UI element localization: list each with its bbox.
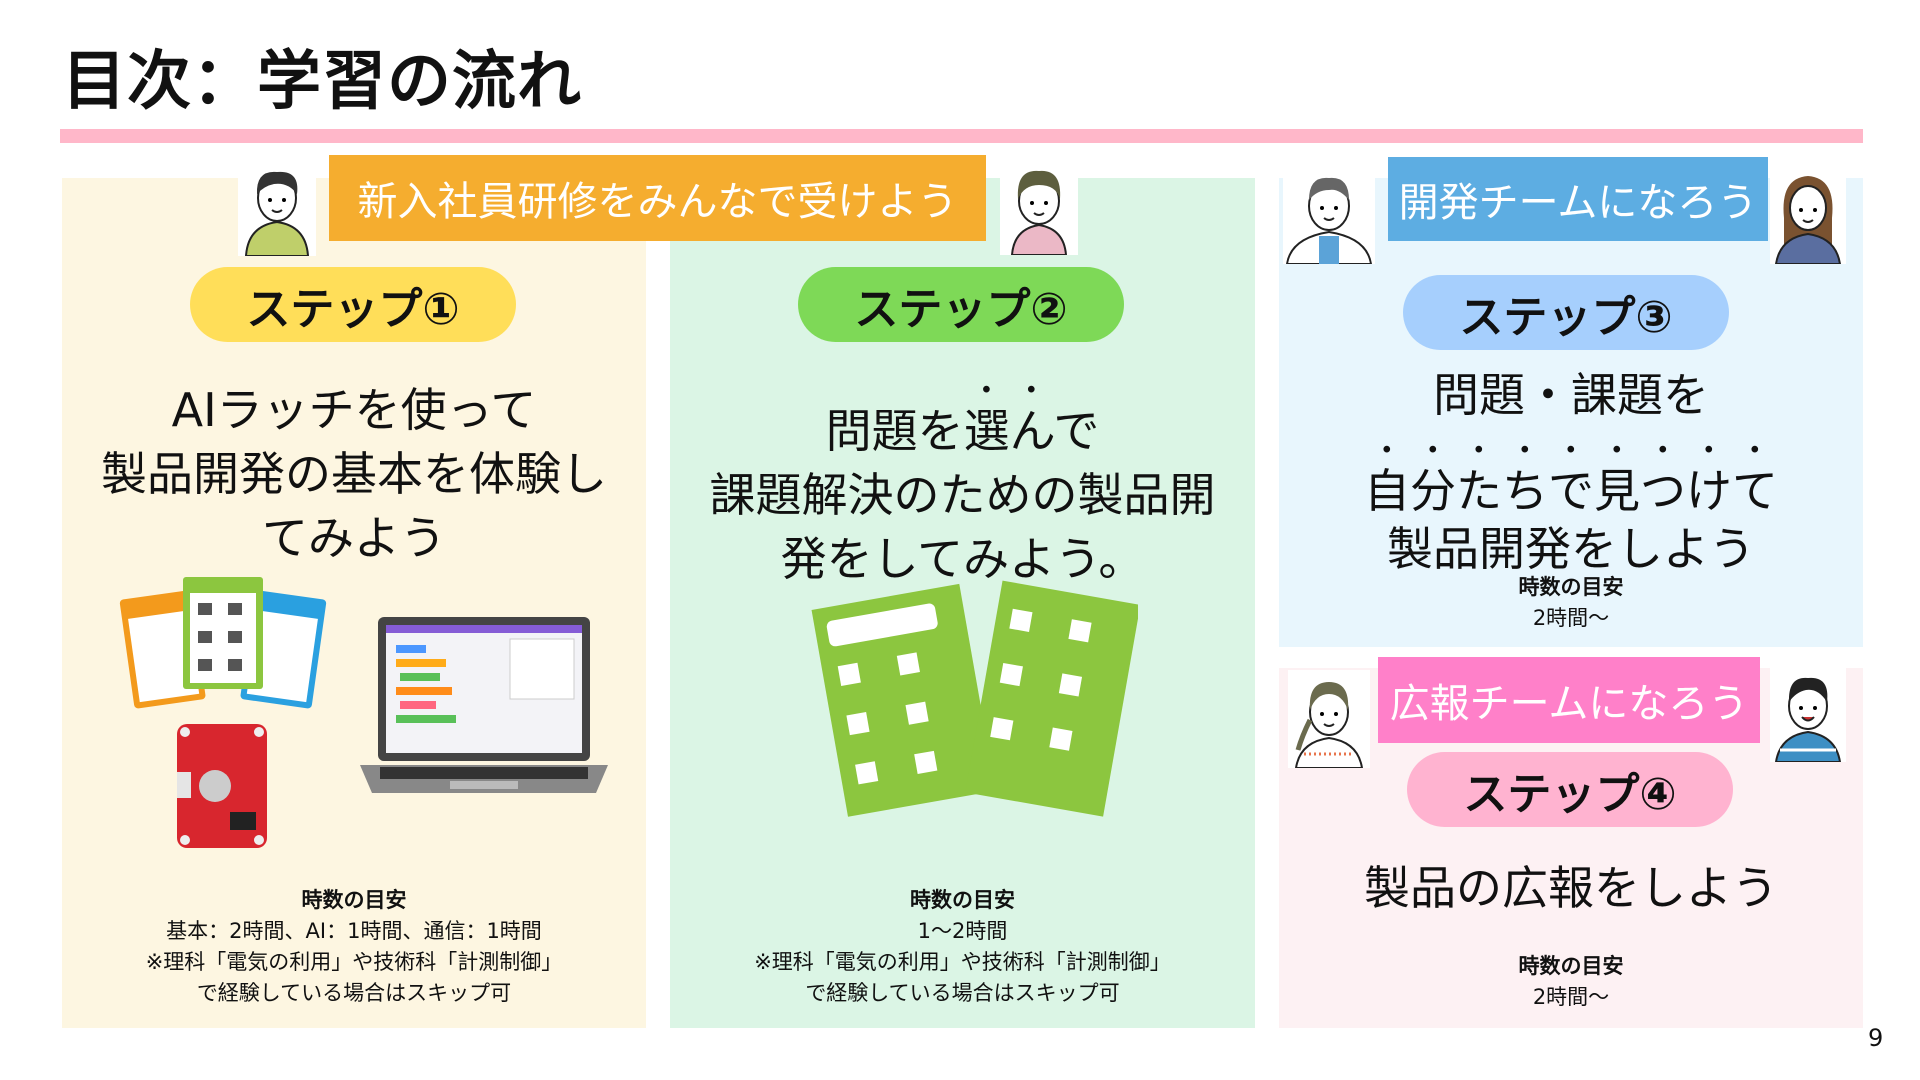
man-avatar-icon — [1283, 168, 1375, 264]
time-line: 1〜2時間 — [917, 919, 1008, 943]
step1-time-estimate: 時数の目安 基本：2時間、AI：1時間、通信：1時間 ※理科「電気の利用」や技術… — [62, 885, 646, 1009]
time-line: 2時間〜 — [1532, 606, 1610, 630]
step2-line: 課題解決のための製品開 — [709, 468, 1216, 522]
step3-panel — [1279, 178, 1863, 647]
girl-avatar-icon — [1000, 163, 1078, 255]
worksheets-image — [811, 580, 1138, 817]
step3-description: 問題・課題を 自分たちで見つけて 製品開発をしよう — [1279, 366, 1863, 578]
step2-description: 問題を選んで 課題解決のための製品開 発をしてみよう。 — [670, 378, 1255, 591]
step4-line: 製品の広報をしよう — [1364, 861, 1778, 915]
step1-description: AIラッチを使って 製品開発の基本を体験し てみよう — [62, 378, 646, 570]
microcontroller-board-image — [177, 724, 267, 848]
step2-line: 発をしてみよう。 — [780, 532, 1145, 586]
step1-line: AIラッチを使って — [171, 383, 537, 437]
time-heading: 時数の目安 — [301, 888, 407, 912]
step4-label: ステップ④ — [1407, 752, 1733, 827]
step4-description: 製品の広報をしよう — [1279, 856, 1863, 920]
time-heading: 時数の目安 — [1518, 575, 1624, 599]
step2-label: ステップ② — [798, 267, 1124, 342]
time-line: 2時間〜 — [1532, 985, 1610, 1009]
step1-line: 製品開発の基本を体験し — [101, 447, 607, 501]
activity-cards-image — [119, 577, 327, 709]
page-title: 目次：学習の流れ — [62, 45, 582, 119]
text: 問題を — [825, 404, 964, 458]
time-line: ※理科「電気の利用」や技術科「計測制御」 — [145, 950, 563, 974]
woman-avatar-icon — [1770, 168, 1846, 264]
step4-time-estimate: 時数の目安 2時間〜 — [1279, 951, 1863, 1013]
boy-avatar-icon — [238, 160, 316, 256]
laptop-image — [360, 617, 608, 793]
pr-team-banner: 広報チームになろう — [1378, 657, 1760, 743]
training-banner: 新入社員研修をみんなで受けよう — [329, 155, 986, 241]
emphasized-text: 選ん — [963, 404, 1054, 458]
time-line: で経験している場合はスキップ可 — [196, 981, 512, 1005]
step3-line: 問題・課題を — [1433, 368, 1709, 422]
step2-line: 問題を選んで — [670, 378, 1255, 463]
step3-time-estimate: 時数の目安 2時間〜 — [1279, 572, 1863, 634]
step3-label: ステップ③ — [1403, 275, 1729, 350]
time-line: 基本：2時間、AI：1時間、通信：1時間 — [166, 919, 542, 943]
time-line: ※理科「電気の利用」や技術科「計測制御」 — [754, 950, 1171, 974]
step3-line: 製品開発をしよう — [1387, 522, 1755, 576]
step2-time-estimate: 時数の目安 1〜2時間 ※理科「電気の利用」や技術科「計測制御」 で経験している… — [670, 885, 1255, 1009]
title-divider — [60, 129, 1863, 143]
step3-emphasized-line: 自分たちで見つけて — [1364, 464, 1778, 518]
text: で — [1053, 404, 1100, 458]
girl-braid-avatar-icon — [1288, 670, 1370, 768]
time-line: で経験している場合はスキップ可 — [805, 981, 1120, 1005]
dev-team-banner: 開発チームになろう — [1388, 157, 1768, 241]
boy-striped-avatar-icon — [1770, 668, 1846, 762]
step1-line: てみよう — [262, 511, 446, 565]
time-heading: 時数の目安 — [1518, 954, 1624, 978]
time-heading: 時数の目安 — [910, 888, 1015, 912]
page-number: 9 — [1868, 1024, 1884, 1052]
step1-label: ステップ① — [190, 267, 516, 342]
